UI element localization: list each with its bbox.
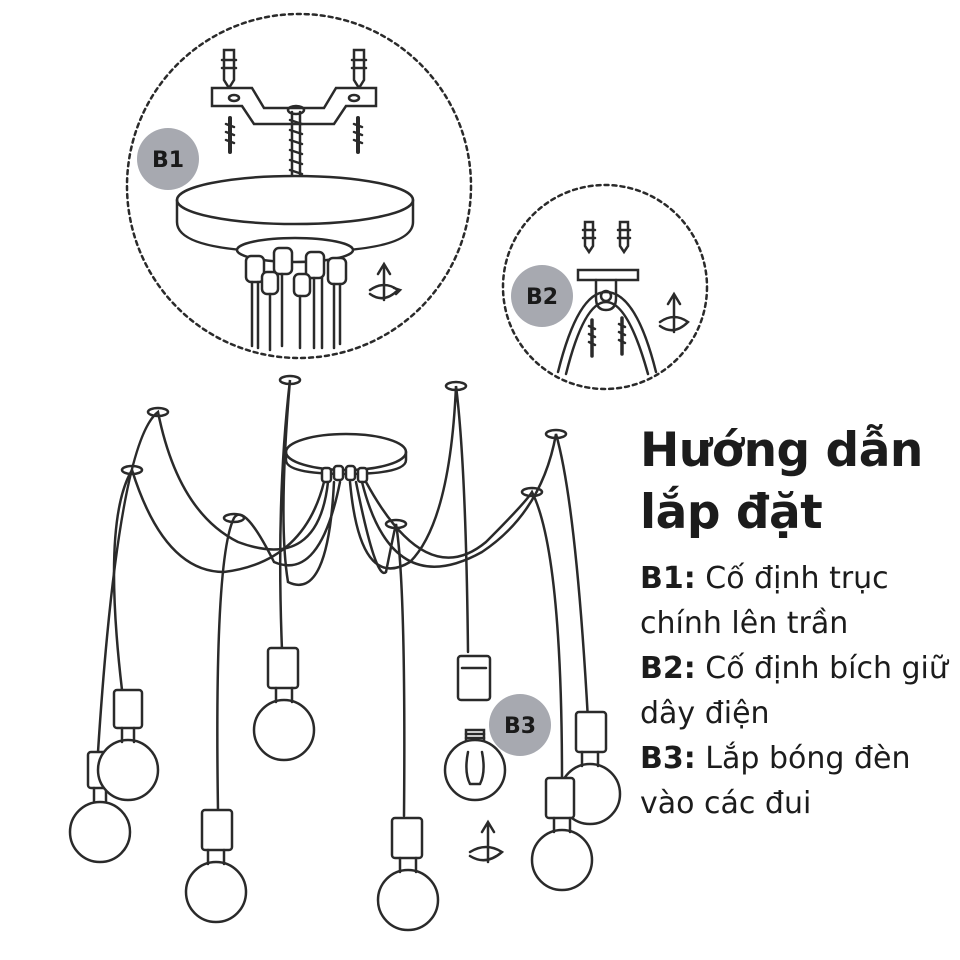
lamp-bulb — [558, 710, 622, 826]
step-text: Cố định trục chính lên trần — [640, 561, 889, 641]
step-3: B3: Lắp bóng đèn vào các đui — [640, 736, 950, 826]
edison-bulb — [443, 728, 507, 802]
step-text: Cố định bích giữ dây điện — [640, 651, 948, 731]
title-line: Hướng dẫn — [640, 423, 923, 478]
screw-icon — [617, 316, 627, 356]
b2-badge — [511, 265, 573, 327]
rotate-arrow-icon — [658, 291, 690, 334]
rotate-arrow-icon — [468, 819, 505, 864]
b3-badge-label: B3 — [504, 714, 536, 739]
lamp-bulb — [252, 646, 316, 762]
rotate-arrow-icon — [368, 261, 403, 302]
cable-flange — [576, 268, 640, 282]
wall-anchor-icon — [350, 48, 368, 91]
chandelier-main — [68, 374, 622, 932]
step-id: B3: — [640, 741, 696, 776]
b1-badge-label: B1 — [152, 148, 184, 173]
b3-badge — [489, 694, 551, 756]
wall-anchor-icon — [220, 48, 238, 91]
b1-badge — [137, 128, 199, 190]
screw-icon — [352, 116, 364, 154]
screw-icon — [224, 116, 236, 154]
page-title: Hướng dẫn lắp đặt — [640, 420, 950, 544]
central-canopy — [284, 432, 408, 472]
b2-badge-label: B2 — [526, 285, 558, 310]
screw-icon — [587, 318, 597, 358]
step-1: B1: Cố định trục chính lên trần — [640, 556, 950, 646]
title-line: lắp đặt — [640, 485, 823, 540]
lamp-bulb — [376, 816, 440, 932]
lamp-bulb — [530, 776, 594, 892]
wall-anchor-icon — [616, 220, 632, 255]
b1-detail-view — [125, 12, 473, 360]
instructions-panel: Hướng dẫn lắp đặt B1: Cố định trục chính… — [640, 420, 950, 826]
wall-anchor-icon — [581, 220, 597, 255]
step-2: B2: Cố định bích giữ dây điện — [640, 646, 950, 736]
step-id: B2: — [640, 651, 696, 686]
lamp-socket — [456, 654, 492, 702]
mounting-bracket — [210, 86, 378, 126]
step-id: B1: — [640, 561, 696, 596]
lamp-bulb — [184, 808, 248, 924]
b2-detail-view — [501, 183, 709, 391]
lamp-bulb — [96, 688, 160, 802]
cables — [250, 272, 342, 352]
step-text: Lắp bóng đèn vào các đui — [640, 741, 911, 821]
